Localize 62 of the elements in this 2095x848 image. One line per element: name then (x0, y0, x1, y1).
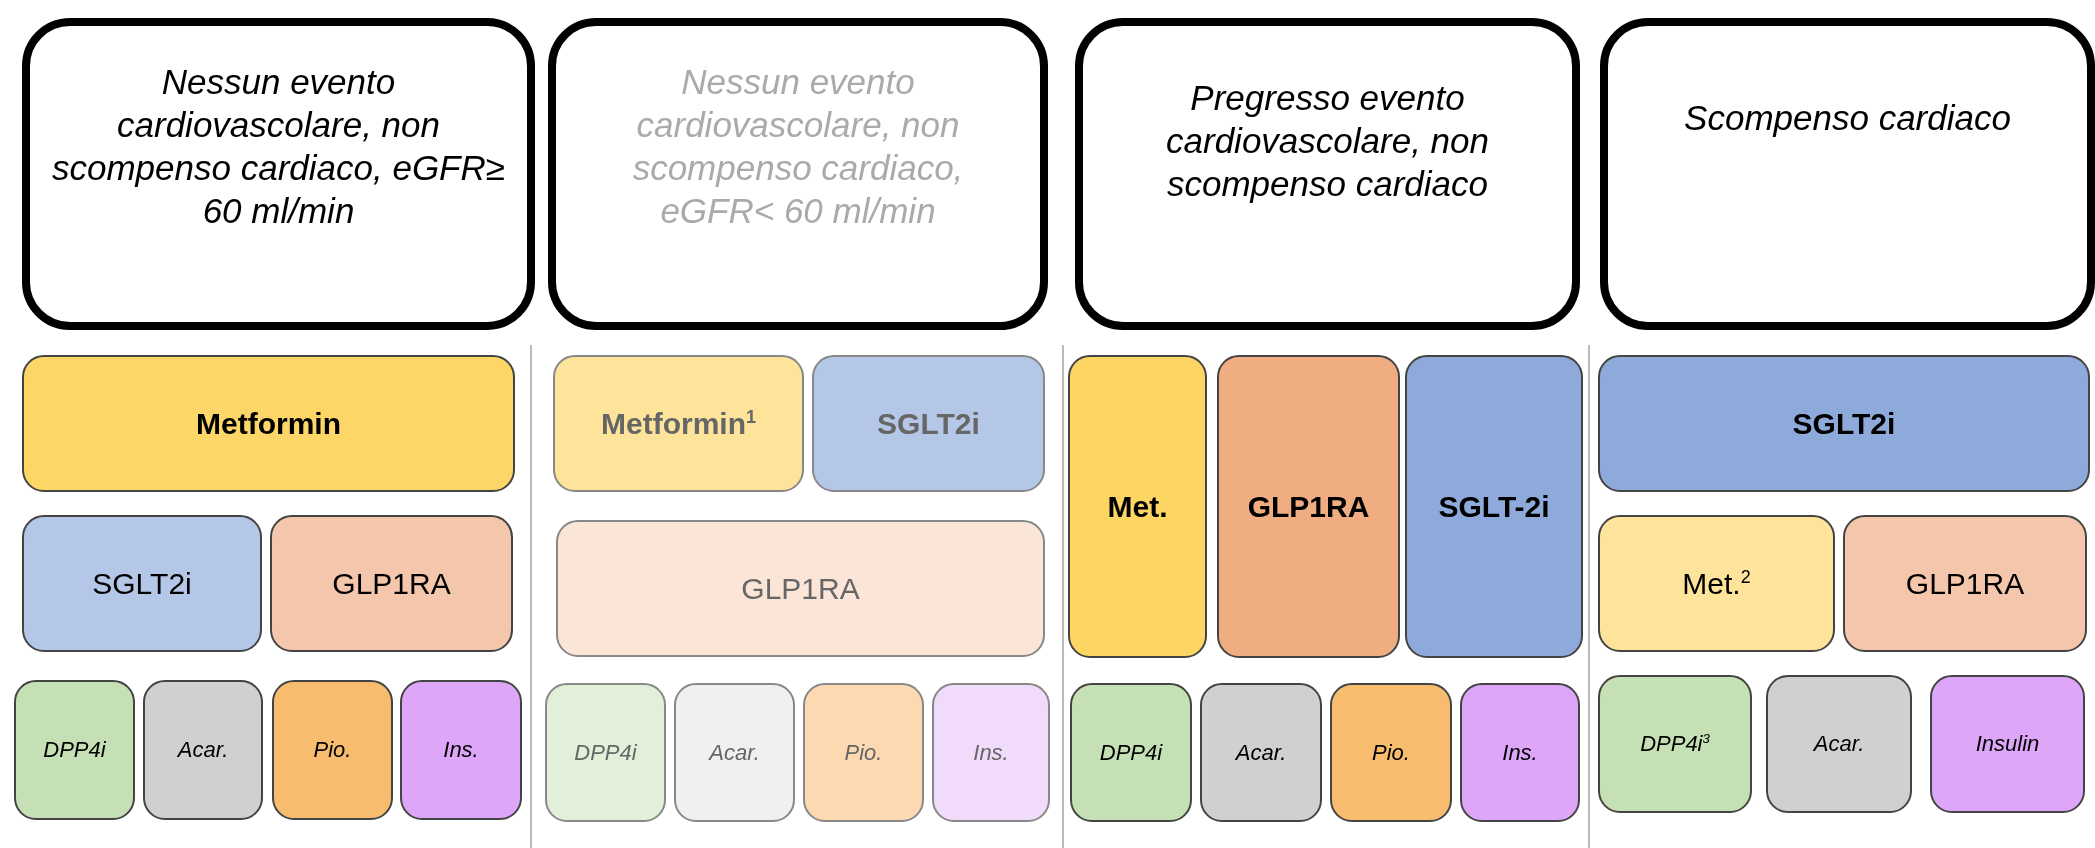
drug-box (400, 680, 522, 820)
condition-box (1075, 18, 1580, 330)
drug-label: Metformin (196, 406, 341, 441)
drug-box (812, 355, 1045, 492)
drug-label: DPP4i (574, 739, 637, 766)
drug-box (1405, 355, 1583, 658)
drug-box (1930, 675, 2085, 813)
drug-label: Pio. (1372, 739, 1410, 766)
drug-box (545, 683, 666, 822)
drug-label: Pio. (313, 737, 352, 763)
drug-box (1460, 683, 1580, 822)
drug-label: SGLT-2i (1438, 489, 1550, 524)
condition-box (1600, 18, 2095, 330)
drug-box (556, 520, 1045, 657)
drug-label: Met.$^{2}$ (1682, 566, 1751, 601)
drug-box (1217, 355, 1400, 658)
drug-label: SGLT2i (92, 566, 192, 601)
drug-label: SGLT2i (1792, 406, 1896, 441)
drug-label: Pio. (844, 739, 883, 766)
drug-box (1070, 683, 1192, 822)
drug-label: Insulin (1975, 731, 2040, 757)
drug-label: Ins. (973, 739, 1009, 766)
drug-box (1766, 675, 1912, 813)
condition-text: Nessun evento cardiovascolare, non scompenso cardiaco, eGFR< 60 ml/min (631, 61, 965, 232)
drug-box (803, 683, 924, 822)
drug-box (1200, 683, 1322, 822)
condition-text: Scompenso cardiaco (1683, 97, 2012, 139)
drug-box (553, 355, 804, 492)
drug-box (22, 355, 515, 492)
drug-label: Met. (1107, 489, 1168, 524)
drug-label: Metformin$^{1}$ (601, 406, 756, 441)
drug-box (1598, 675, 1752, 813)
drug-label: DPP4i$^{3}$ (1640, 730, 1710, 758)
drug-box (932, 683, 1050, 822)
drug-box (22, 515, 262, 652)
drug-label: SGLT2i (877, 406, 980, 441)
drug-label: Acar. (1235, 739, 1287, 766)
drug-box (1843, 515, 2087, 652)
drug-label: Acar. (177, 737, 229, 763)
condition-box (548, 18, 1048, 330)
drug-box (1598, 355, 2090, 492)
drug-box (1598, 515, 1835, 652)
drug-label: DPP4i (1099, 739, 1163, 766)
drug-label: Acar. (709, 739, 760, 766)
drug-label: Ins. (1502, 739, 1538, 766)
drug-label: GLP1RA (1247, 489, 1370, 524)
drug-box (674, 683, 795, 822)
drug-label: GLP1RA (332, 566, 451, 601)
drug-box (1330, 683, 1452, 822)
drug-label: Ins. (443, 737, 479, 763)
condition-box (22, 18, 535, 330)
drug-label: DPP4i (43, 737, 106, 763)
drug-box (272, 680, 393, 820)
drug-box (14, 680, 135, 820)
drug-label: GLP1RA (1905, 566, 2025, 601)
drug-box (143, 680, 263, 820)
drug-box (270, 515, 513, 652)
drug-label: Acar. (1813, 731, 1865, 757)
drug-box (1068, 355, 1207, 658)
drug-label: GLP1RA (741, 571, 860, 606)
condition-text: Nessun evento cardiovascolare, non scompenso cardiaco, eGFR≥ 60 ml/min (51, 61, 506, 232)
condition-text: Pregresso evento cardiovascolare, non scompenso cardiaco (1165, 77, 1490, 205)
